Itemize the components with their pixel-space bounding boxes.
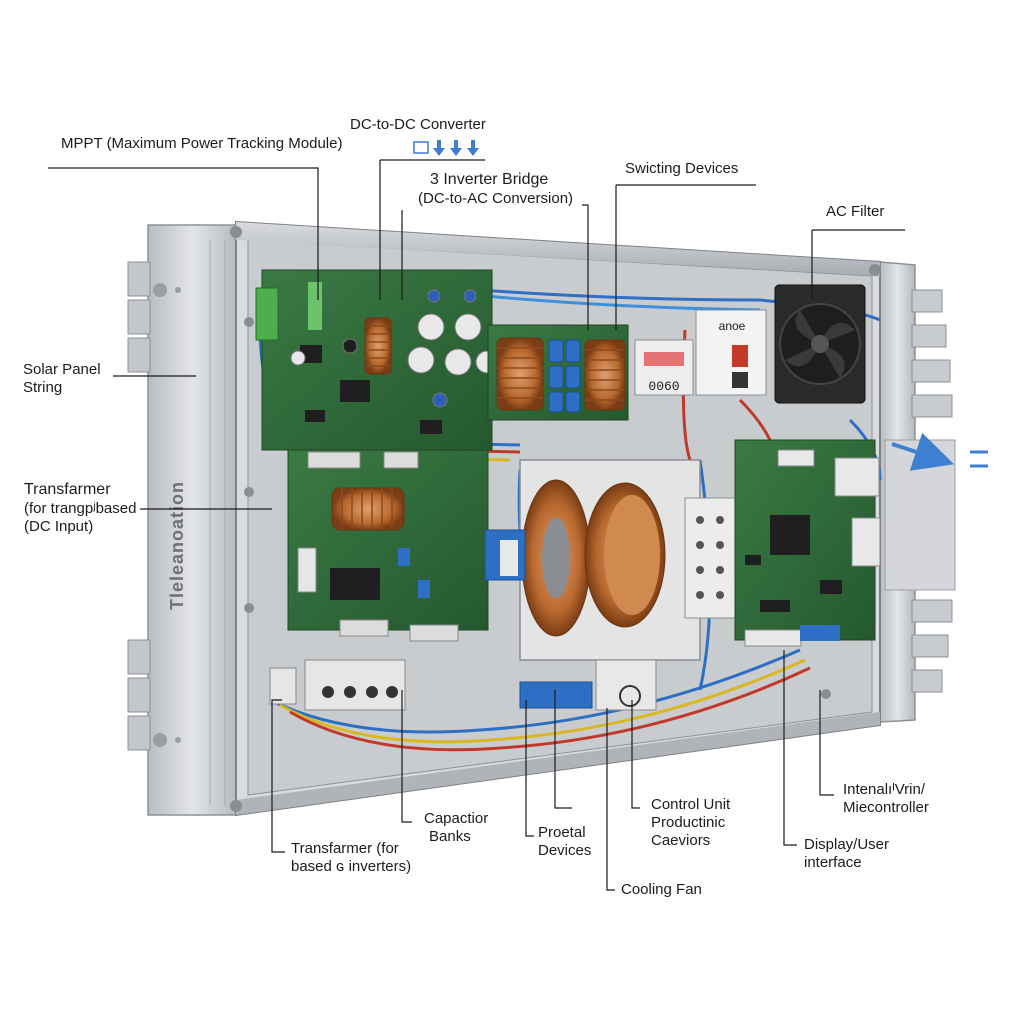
left-heatsink [127,224,239,816]
label-ac-filter: AC Filter [826,203,884,221]
label-transformer-left-sub: (for trangpʲbased (DC Input) [24,500,136,536]
leader-dcdc [379,159,485,300]
label-cooling-fan-text: Cooling Fan [621,881,702,898]
leader-mppt [48,167,319,300]
label-inverter-bridge-line1: 3 Inverter Bridge [430,171,549,188]
mppt-board [255,269,499,451]
label-dcdc-text: DC-to-DC Converter [350,116,486,133]
label-transformer-left-line2: (for trangpʲbased [24,500,137,517]
label-mppt-text: MPPT (Maximum Power Tracking Module) [61,135,343,152]
label-inverter-bridge-line2: (DC-to-AC Conversion) [418,190,574,207]
label-inverter-bridge-sub: (DC-to-AC Conversion) [418,190,573,208]
leader-lines [48,159,905,891]
label-capacitor-line1: Capactior [424,810,489,827]
inverter-bridge-board [487,324,629,421]
main-transformer [484,459,736,661]
label-solar-line1: Solar Panel [23,361,101,378]
label-transformer-bottom-line2: based ɢ inverters) [291,858,412,875]
label-capacitor-line2: Banks [429,828,471,845]
label-solar-panel-string: Solar Panel String [23,361,101,397]
bridge-inductor-1 [496,337,544,411]
leader-capacitor [401,690,412,823]
switching-modules: 0060 anoe [634,309,767,396]
label-transformer-left-line1: Transfarmer [24,481,111,498]
label-protection-line1: Proetal [538,824,586,841]
right-heatsink [879,261,956,723]
leader-cooling-fan [606,708,615,891]
leader-internal [819,690,834,796]
label-capacitor-banks: Capactior Banks [424,810,488,846]
leader-transformer-bottom [271,699,285,853]
capacitor-bank-terminal [269,659,406,711]
label-cooling-fan: Cooling Fan [621,881,702,899]
mppt-inductor [364,317,392,375]
leader-protection [554,690,572,809]
leader-switching [615,184,756,330]
module-badge: anoe [719,319,746,333]
label-transformer-bottom-line1: Transfarmer (for [291,840,399,857]
label-transformer-left-line3: (DC Input) [24,518,94,535]
meter-readout: 0060 [648,379,679,394]
leader-inverter-bridge [582,204,589,330]
label-control-line2: Productinic [651,814,726,831]
label-transformer-left: Transfarmer [24,481,111,499]
airflow-arrow-main [891,432,955,471]
label-dcdc: DC-to-DC Converter [350,116,486,134]
label-display-interface: Display/User interface [804,836,889,872]
dcdc-symbol [413,140,479,156]
bridge-inductor-2 [584,339,626,411]
airflow-arrows [891,432,988,471]
label-protection-devices: Proetal Devices [538,824,591,860]
leader-ac-filter [811,229,905,300]
leader-protection-2 [525,700,534,837]
terminal-strip [519,659,657,711]
label-control-line1: Control Unit [651,796,731,813]
label-transformer-bottom: Transfarmer (for based ɢ inverters) [291,840,411,876]
label-mppt: MPPT (Maximum Power Tracking Module) [61,135,342,153]
label-control-unit: Control Unit Productinic Caeviors [651,796,730,850]
case-side-text: Tleleanoation [167,481,187,610]
cooling-fan [774,284,866,404]
label-control-line3: Caeviors [651,832,711,849]
label-internal-controller: IntenalıᴵVrin/ Miecontroller [843,781,929,817]
label-switching-devices: Swicting Devices [625,160,738,178]
label-switching-devices-text: Swicting Devices [625,160,739,177]
leader-control [631,700,640,809]
label-solar-line2: String [23,379,63,396]
label-internal-line1: IntenalıᴵVrin/ [843,781,925,798]
label-display-line1: Display/User [804,836,890,853]
label-internal-line2: Miecontroller [843,799,929,816]
label-inverter-bridge: 3 Inverter Bridge [430,171,548,189]
label-ac-filter-text: AC Filter [826,203,885,220]
input-transformer-coil [331,487,405,531]
control-board [734,439,881,647]
leader-display [783,650,797,846]
label-protection-line2: Devices [538,842,592,859]
dc-input-board [287,449,489,642]
label-display-line2: interface [804,854,862,871]
